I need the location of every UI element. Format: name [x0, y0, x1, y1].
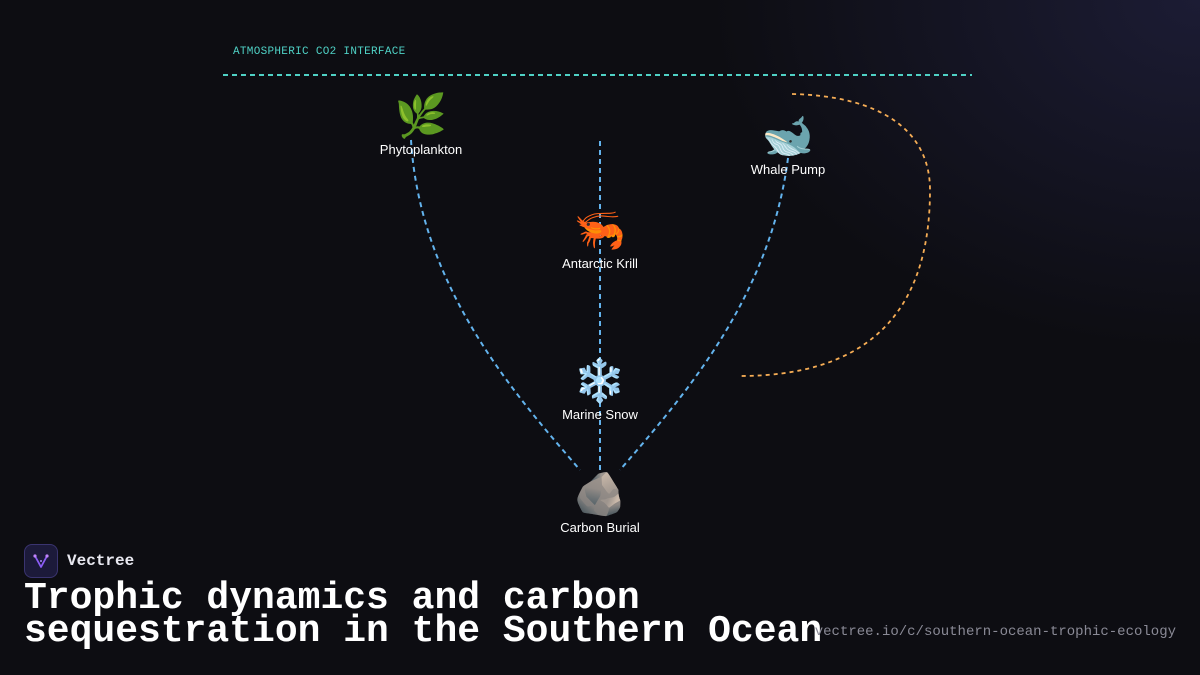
- rock-icon: 🪨: [573, 469, 627, 518]
- whale-pump-label: Whale Pump: [750, 162, 826, 177]
- leaf-icon: 🌿: [394, 91, 448, 140]
- phytoplankton-node[interactable]: 🌿 Phytoplankton: [351, 91, 491, 158]
- brand-name: Vectree: [67, 552, 135, 570]
- whale-icon: 🐋: [761, 111, 815, 160]
- marine-snow-node[interactable]: ❄️ Marine Snow: [530, 356, 670, 423]
- whale-pump-node[interactable]: 🐋 Whale Pump: [718, 111, 858, 178]
- marine-snow-label: Marine Snow: [562, 407, 638, 422]
- carbon-burial-node[interactable]: 🪨 Carbon Burial: [530, 469, 670, 536]
- brand[interactable]: Vectree: [24, 544, 134, 578]
- antarctic-krill-label: Antarctic Krill: [562, 256, 638, 271]
- shrimp-icon: 🦐: [573, 205, 627, 254]
- phytoplankton-label: Phytoplankton: [379, 142, 463, 157]
- page-title: Trophic dynamics and carbon sequestratio…: [24, 577, 823, 653]
- whale-to-burial-edge: [619, 157, 789, 471]
- snowflake-icon: ❄️: [573, 356, 627, 405]
- atmospheric-interface-label: ATMOSPHERIC CO2 INTERFACE: [233, 46, 406, 58]
- source-url[interactable]: vectree.io/c/southern-ocean-trophic-ecol…: [814, 624, 1176, 640]
- whale-pump-loop-edge: [739, 93, 931, 377]
- antarctic-krill-node[interactable]: 🦐 Antarctic Krill: [530, 205, 670, 272]
- phytoplankton-to-burial-edge: [410, 139, 581, 471]
- carbon-burial-label: Carbon Burial: [560, 520, 640, 535]
- sparkle-icon: [24, 544, 58, 578]
